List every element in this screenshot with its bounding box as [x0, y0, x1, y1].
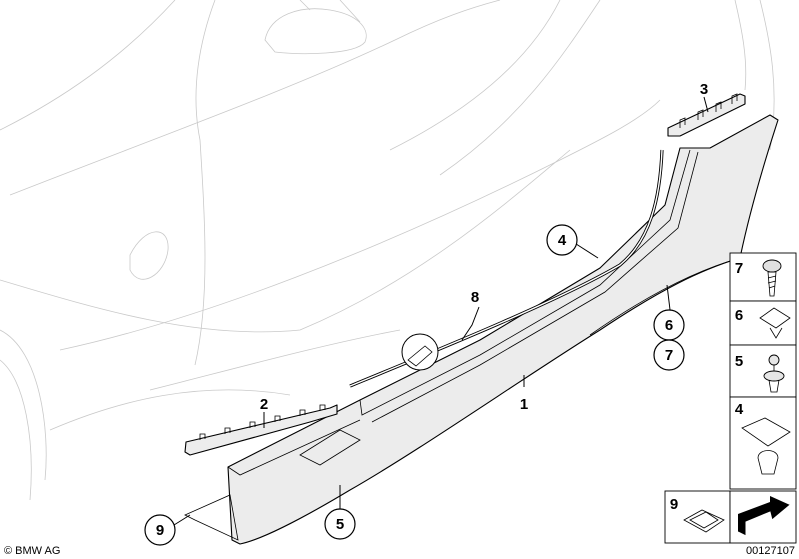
clip-carrier-upper [667, 93, 746, 137]
clip-nut-icon [759, 307, 791, 339]
leader-lines [173, 96, 709, 526]
callout-8: 8 [471, 289, 479, 306]
side-sill-panel [184, 114, 779, 545]
callout-3-label: 3 [700, 81, 708, 98]
legend-box-7 [729, 252, 797, 302]
callout-3: 3 [700, 81, 708, 98]
callout-9-label: 9 [156, 522, 164, 539]
expanding-rivet-icon [763, 354, 785, 393]
diagram-id: 00127107 [746, 545, 795, 557]
legend-box-9 [664, 490, 731, 544]
legend-label-7: 7 [735, 260, 743, 277]
callout-6: 6 [653, 309, 685, 341]
legend-box-5 [729, 344, 797, 398]
callout-6-label: 6 [665, 317, 673, 334]
detail-magnifier [401, 333, 439, 371]
callout-1-label: 1 [520, 396, 528, 413]
legend-label-5: 5 [735, 353, 743, 370]
car-body-outline [0, 0, 775, 501]
callout-4-label: 4 [558, 232, 567, 249]
callout-2: 2 [260, 396, 268, 413]
legend-label-9: 9 [670, 496, 678, 513]
bracket-clip-icon [741, 417, 791, 475]
callout-1: 1 [520, 396, 528, 413]
legend-box-6 [729, 300, 797, 346]
copyright-text: © BMW AG [4, 545, 60, 557]
direction-arrow-icon [737, 496, 791, 537]
callout-5-label: 5 [336, 516, 344, 533]
legend-panel: 7 6 5 4 9 [664, 252, 797, 544]
callout-5: 5 [324, 508, 356, 540]
callout-7-label: 7 [665, 347, 673, 364]
legend-label-6: 6 [735, 307, 743, 324]
spring-nut-icon [683, 509, 725, 533]
callout-8-label: 8 [471, 289, 479, 306]
callout-7: 7 [653, 339, 685, 371]
clip-carrier-lower [184, 404, 338, 456]
callout-2-label: 2 [260, 396, 268, 413]
screw-icon [762, 259, 782, 297]
callout-4: 4 [546, 224, 578, 256]
legend-label-4: 4 [735, 401, 744, 418]
callout-9: 9 [144, 514, 176, 546]
